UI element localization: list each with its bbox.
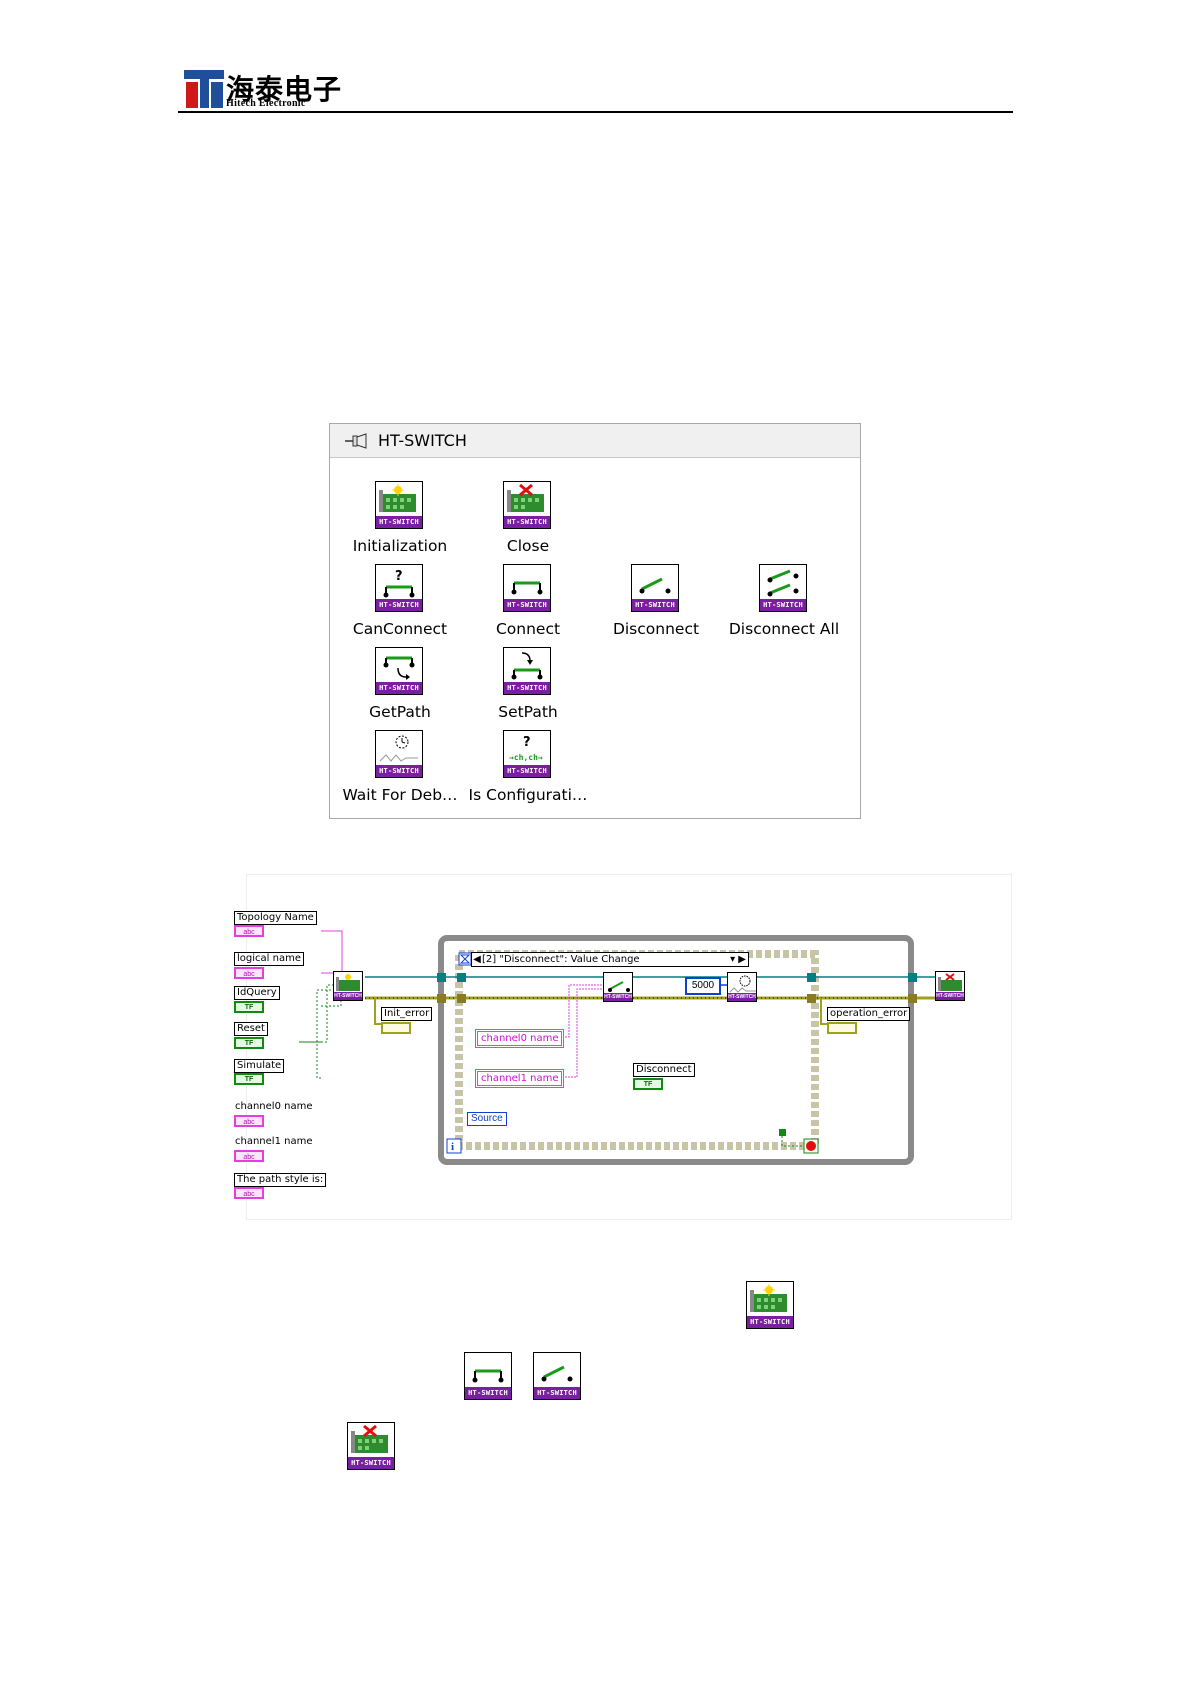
disconnect-button-terminal[interactable]: TF — [633, 1078, 663, 1090]
operation-error-terminal[interactable] — [827, 1022, 857, 1034]
palette-item-initialization[interactable]: HT-SWITCH Initialization — [336, 481, 464, 555]
svg-text:?: ? — [523, 735, 531, 750]
wait-debounce-vi-icon[interactable]: HT-SWITCH — [727, 972, 757, 1002]
company-name-en: Hitech Electronic — [226, 98, 306, 109]
disconnect-all-icon: HT-SWITCH — [759, 564, 807, 612]
topology-name-terminal[interactable]: abc — [234, 925, 264, 937]
palette-title: HT-SWITCH — [378, 431, 467, 450]
palette-item-disconnect[interactable]: HT-SWITCH Disconnect — [592, 564, 720, 638]
disconnect-icon: HT-SWITCH — [631, 564, 679, 612]
inline-init-icon: HT-SWITCH — [746, 1281, 794, 1329]
palette-item-getpath[interactable]: HT-SWITCH GetPath — [336, 647, 464, 721]
logical-name-label: logical name — [234, 952, 304, 966]
path-style-label: The path style is: — [234, 1173, 327, 1187]
inline-disconnect-icon: HT-SWITCH — [533, 1352, 581, 1400]
channel0-name-constant[interactable]: channel0 name — [475, 1029, 565, 1048]
path-style-terminal[interactable]: abc — [234, 1187, 264, 1199]
event-case-selector[interactable]: ◀[2] "Disconnect": Value Change▾ ▶ — [471, 952, 749, 967]
wait-debounce-icon: HT-SWITCH — [375, 730, 423, 778]
inline-close-icon: HT-SWITCH — [347, 1422, 395, 1470]
canconnect-icon: ? HT-SWITCH — [375, 564, 423, 612]
company-name-cn: 海泰电子 — [226, 73, 343, 106]
svg-text:→ch,ch→: →ch,ch→ — [509, 753, 543, 762]
simulate-terminal[interactable]: TF — [234, 1073, 264, 1085]
is-config-icon: ?→ch,ch→ HT-SWITCH — [503, 730, 551, 778]
channel1-name-terminal[interactable]: abc — [234, 1150, 264, 1162]
simulate-label: Simulate — [234, 1059, 285, 1073]
logical-name-terminal[interactable]: abc — [234, 967, 264, 979]
operation-error-label: operation_error — [827, 1007, 911, 1021]
channel0-name-label: channel0 name — [235, 1101, 313, 1112]
palette-item-disconnect-all[interactable]: HT-SWITCH Disconnect All — [720, 564, 848, 638]
diagram-wires: i — [299, 930, 935, 1165]
getpath-icon: HT-SWITCH — [375, 647, 423, 695]
palette-item-setpath[interactable]: HT-SWITCH SetPath — [464, 647, 592, 721]
channel1-name-label: channel1 name — [235, 1136, 313, 1147]
palette-item-close[interactable]: HT-SWITCH Close — [464, 481, 592, 555]
close-icon: HT-SWITCH — [503, 481, 551, 529]
init-error-label: Init_error — [381, 1007, 433, 1021]
channel0-name-terminal[interactable]: abc — [234, 1115, 264, 1127]
palette-item-connect[interactable]: HT-SWITCH Connect — [464, 564, 592, 638]
init-error-terminal[interactable] — [381, 1022, 411, 1034]
idquery-terminal[interactable]: TF — [234, 1001, 264, 1013]
svg-text:i: i — [451, 1141, 454, 1153]
ht-switch-palette: HT-SWITCH HT-SWITCH Initialization HT-SW… — [329, 423, 861, 819]
svg-text:?: ? — [395, 569, 403, 584]
event-source-node[interactable]: Source — [467, 1112, 507, 1126]
inline-connect-icon: HT-SWITCH — [464, 1352, 512, 1400]
pin-icon[interactable] — [344, 432, 370, 450]
disconnect-button-label: Disconnect — [633, 1063, 695, 1077]
close-vi-icon[interactable]: HT-SWITCH — [935, 971, 965, 1001]
connect-icon: HT-SWITCH — [503, 564, 551, 612]
reset-terminal[interactable]: TF — [234, 1037, 264, 1049]
timeout-constant[interactable]: 5000 — [685, 977, 721, 995]
palette-title-bar: HT-SWITCH — [330, 424, 860, 458]
init-icon: HT-SWITCH — [375, 481, 423, 529]
reset-label: Reset — [234, 1022, 268, 1036]
channel1-name-constant[interactable]: channel1 name — [475, 1069, 565, 1088]
disconnect-vi-icon[interactable]: HT-SWITCH — [603, 972, 633, 1002]
palette-item-is-configuration[interactable]: ?→ch,ch→ HT-SWITCH Is Configurati… — [464, 730, 592, 804]
init-vi-icon[interactable]: HT-SWITCH — [333, 971, 363, 1001]
palette-item-wait-for-debounce[interactable]: HT-SWITCH Wait For Deb… — [336, 730, 464, 804]
palette-item-canconnect[interactable]: ? HT-SWITCH CanConnect — [336, 564, 464, 638]
setpath-icon: HT-SWITCH — [503, 647, 551, 695]
header-rule — [178, 111, 1013, 113]
topology-name-label: Topology Name — [234, 911, 317, 925]
company-logo — [184, 70, 230, 108]
block-diagram: i Topology Name abc logical name abc IdQ… — [234, 874, 1012, 1220]
idquery-label: IdQuery — [234, 986, 280, 1000]
